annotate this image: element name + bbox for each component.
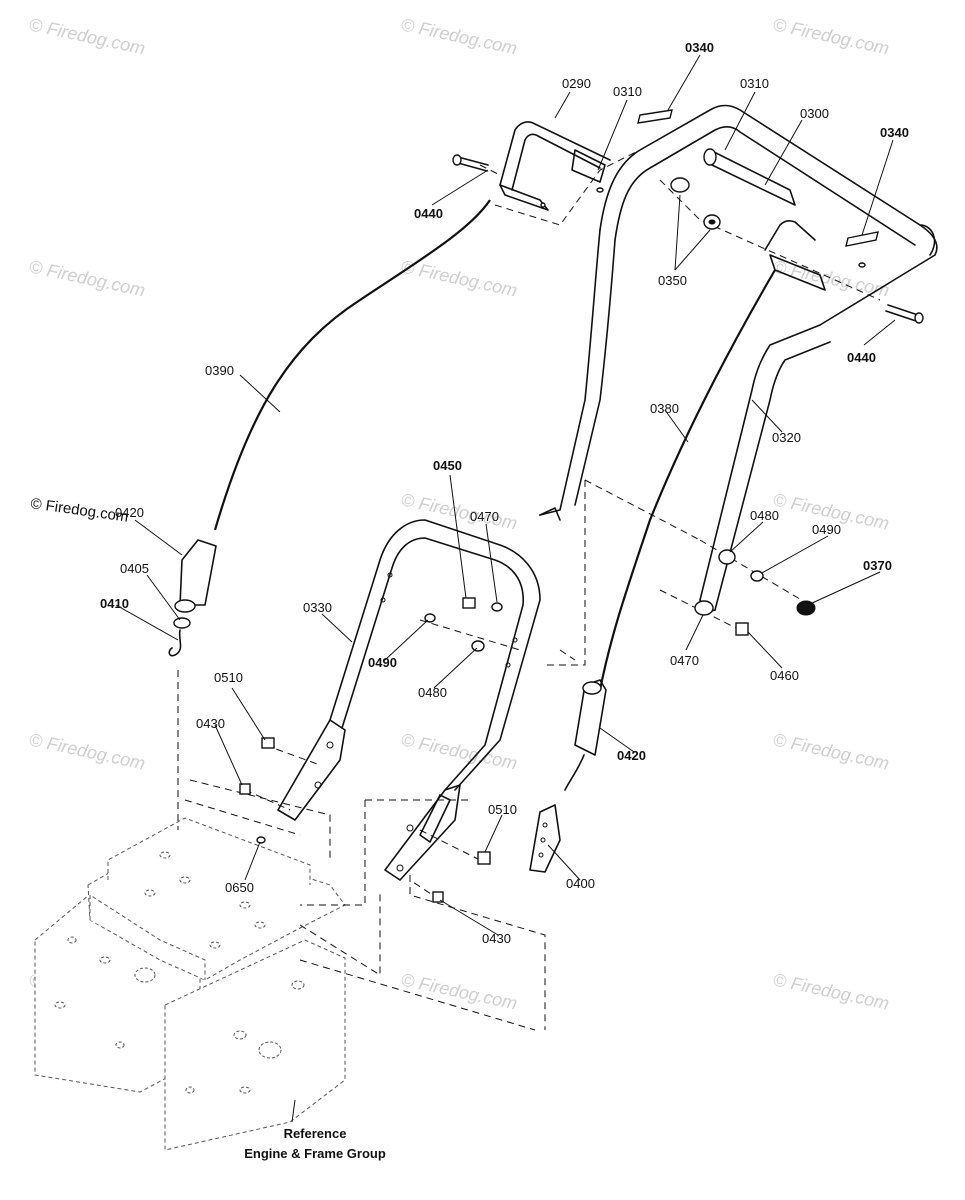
bushing-0350-bottom-core [708, 219, 716, 225]
part-labels: 0290 0310 0340 0310 0300 0340 0440 0350 … [100, 40, 909, 946]
cable-0380 [564, 269, 776, 791]
label-0380: 0380 [650, 401, 679, 416]
label-0300: 0300 [800, 106, 829, 121]
label-0310-left: 0310 [613, 84, 642, 99]
adjuster-0400 [529, 804, 561, 873]
leader-lines [115, 54, 896, 1123]
label-0480-right: 0480 [750, 508, 779, 523]
label-0650: 0650 [225, 880, 254, 895]
label-0490-right: 0490 [812, 522, 841, 537]
label-0290: 0290 [562, 76, 591, 91]
cable-0390 [168, 199, 491, 657]
label-0470-top: 0470 [470, 509, 499, 524]
watermark: © Firedog.com [771, 729, 891, 773]
alignment-lines [177, 149, 881, 1031]
label-0430-right: 0430 [482, 931, 511, 946]
label-0440-left: 0440 [414, 206, 443, 221]
fasteners [239, 549, 816, 903]
label-0350: 0350 [658, 273, 687, 288]
watermark: © Firedog.com [27, 14, 147, 58]
label-0510-right: 0510 [488, 802, 517, 817]
label-0340-left: 0340 [685, 40, 714, 55]
label-0510-left: 0510 [214, 670, 243, 685]
upper-handle-0300 [539, 104, 938, 613]
label-0480-left: 0480 [418, 685, 447, 700]
reference-line-1: Reference [284, 1126, 347, 1141]
label-0320: 0320 [772, 430, 801, 445]
label-0430-left: 0430 [196, 716, 225, 731]
bushing-0350-top [670, 177, 690, 193]
watermark: © Firedog.com [771, 14, 891, 58]
label-0440-right: 0440 [847, 350, 876, 365]
label-0460: 0460 [770, 668, 799, 683]
copyright-note: © Firedog.com [29, 495, 129, 526]
label-0405: 0405 [120, 561, 149, 576]
engine-frame-reference [34, 817, 346, 1151]
label-0390: 0390 [205, 363, 234, 378]
label-0400: 0400 [566, 876, 595, 891]
label-0420-left: 0420 [115, 505, 144, 520]
label-0490-left: 0490 [368, 655, 397, 670]
label-0370: 0370 [863, 558, 892, 573]
bail-0290 [499, 121, 611, 211]
bail-0320 [764, 219, 826, 291]
reference-line-2: Engine & Frame Group [244, 1146, 386, 1161]
decal-0340-right [845, 231, 879, 247]
grip-0310-right [703, 148, 796, 206]
label-0410: 0410 [100, 596, 129, 611]
label-0450: 0450 [433, 458, 462, 473]
watermark: © Firedog.com [399, 489, 519, 533]
label-0470-right: 0470 [670, 653, 699, 668]
watermark: © Firedog.com [27, 729, 147, 773]
watermark: © Firedog.com [399, 969, 519, 1013]
label-0310-right: 0310 [740, 76, 769, 91]
label-0340-right: 0340 [880, 125, 909, 140]
lower-handle-0330 [277, 519, 541, 881]
label-0330: 0330 [303, 600, 332, 615]
label-0420-right: 0420 [617, 748, 646, 763]
decal-0340-left [637, 109, 673, 124]
pin-0440-left [452, 154, 489, 172]
watermark: © Firedog.com [27, 256, 147, 300]
pin-0440-right [885, 304, 924, 324]
watermark: © Firedog.com [399, 14, 519, 58]
watermark: © Firedog.com [771, 969, 891, 1013]
